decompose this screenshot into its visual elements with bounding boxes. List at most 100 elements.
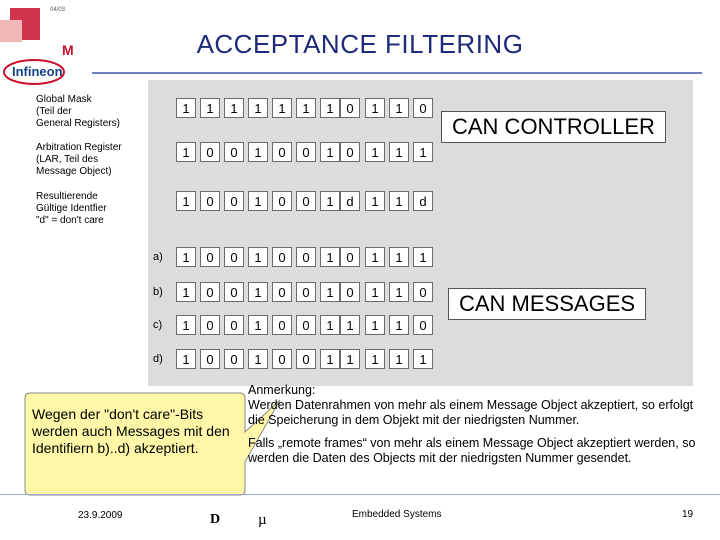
logo-m-mark: M xyxy=(62,42,74,58)
message-bit: 1 xyxy=(320,282,340,302)
page-title: ACCEPTANCE FILTERING xyxy=(196,29,524,59)
message-bit: 1 xyxy=(248,349,268,369)
controller-bit: 1 xyxy=(176,98,196,118)
controller-bit: 0 xyxy=(272,191,292,211)
controller-bit: 1 xyxy=(176,191,196,211)
controller-bit: 0 xyxy=(296,142,316,162)
message-bit: 1 xyxy=(320,315,340,335)
message-bit: 0 xyxy=(296,349,316,369)
message-bit: 1 xyxy=(176,247,196,267)
message-row-label: a) xyxy=(153,251,163,263)
controller-bit: 0 xyxy=(296,191,316,211)
controller-bit: 1 xyxy=(320,142,340,162)
message-bit: 0 xyxy=(272,315,292,335)
footer-date: 23.9.2009 xyxy=(78,510,123,521)
message-bit: 1 xyxy=(320,349,340,369)
controller-bit: d xyxy=(340,191,360,211)
controller-bit: 1 xyxy=(224,98,244,118)
header-small-date: 04/03 xyxy=(50,7,66,13)
message-bit: 1 xyxy=(340,349,360,369)
message-bit: 0 xyxy=(340,282,360,302)
result-label: Resultierende Gültige Identfier "d" = do… xyxy=(36,191,107,226)
page-number: 19 xyxy=(682,509,694,520)
controller-bit: 0 xyxy=(200,191,220,211)
controller-bit: 1 xyxy=(272,98,292,118)
can-messages-label: CAN MESSAGES xyxy=(448,288,647,320)
message-bit: 0 xyxy=(296,247,316,267)
message-bit: 1 xyxy=(176,282,196,302)
controller-bit: 1 xyxy=(389,142,409,162)
controller-bit: 1 xyxy=(248,98,268,118)
arbitration-label: Arbitration Register (LAR, Teil des Mess… xyxy=(36,142,122,177)
message-bit: 0 xyxy=(200,247,220,267)
note-paragraph-1: Werden Datenrahmen von mehr als einem Me… xyxy=(248,398,694,427)
message-bit: 1 xyxy=(413,247,433,267)
controller-bit: 0 xyxy=(224,191,244,211)
message-bit: 1 xyxy=(389,282,409,302)
message-bit: 1 xyxy=(248,247,268,267)
note-heading: Anmerkung: xyxy=(248,383,316,397)
controller-bit: 1 xyxy=(389,191,409,211)
logo-graphic xyxy=(0,8,65,85)
note-paragraph-2: Falls „remote frames“ von mehr als einem… xyxy=(248,436,696,465)
can-controller-label: CAN CONTROLLER xyxy=(441,111,666,143)
callout-bubble: Wegen der "don't care"-Bits werden auch … xyxy=(24,392,281,496)
controller-bit: 1 xyxy=(320,191,340,211)
message-bit: 0 xyxy=(413,282,433,302)
footer-line xyxy=(0,494,720,495)
message-bit: 1 xyxy=(248,315,268,335)
controller-bit: 1 xyxy=(365,142,385,162)
footer-center-text: Embedded Systems xyxy=(352,509,442,520)
controller-bit: 1 xyxy=(365,191,385,211)
message-bit: 1 xyxy=(176,315,196,335)
message-bit: 0 xyxy=(200,315,220,335)
note-block: Anmerkung: Werden Datenrahmen von mehr a… xyxy=(248,383,698,466)
message-bit: 0 xyxy=(413,315,433,335)
controller-bit: 0 xyxy=(224,142,244,162)
footer-d-mark: D xyxy=(210,512,221,527)
message-row-label: c) xyxy=(153,319,163,331)
logo-brand: Infineon xyxy=(12,64,63,79)
controller-bit: 1 xyxy=(413,142,433,162)
message-bit: 0 xyxy=(296,315,316,335)
message-bit: 0 xyxy=(224,247,244,267)
message-bit: 0 xyxy=(200,349,220,369)
controller-bit: d xyxy=(413,191,433,211)
message-bit: 1 xyxy=(320,247,340,267)
message-bit: 0 xyxy=(272,282,292,302)
message-bit: 1 xyxy=(389,315,409,335)
message-bit: 1 xyxy=(365,315,385,335)
controller-bit: 0 xyxy=(340,142,360,162)
controller-bit: 0 xyxy=(272,142,292,162)
message-bit: 0 xyxy=(296,282,316,302)
message-bit: 0 xyxy=(272,247,292,267)
controller-bit: 1 xyxy=(248,142,268,162)
message-bit: 1 xyxy=(365,349,385,369)
controller-bit: 1 xyxy=(389,98,409,118)
controller-bit: 0 xyxy=(340,98,360,118)
callout-text: Wegen der "don't care"-Bits werden auch … xyxy=(32,406,230,456)
logo: M Infineon xyxy=(0,0,74,90)
controller-bit: 1 xyxy=(248,191,268,211)
title-underline xyxy=(92,72,702,74)
controller-bit: 1 xyxy=(365,98,385,118)
message-bit: 0 xyxy=(224,349,244,369)
message-bit: 1 xyxy=(389,247,409,267)
message-bit: 0 xyxy=(200,282,220,302)
controller-bit: 0 xyxy=(413,98,433,118)
message-bit: 0 xyxy=(224,315,244,335)
message-bit: 1 xyxy=(248,282,268,302)
message-bit: 1 xyxy=(365,282,385,302)
controller-bit: 1 xyxy=(176,142,196,162)
controller-bit: 1 xyxy=(200,98,220,118)
message-bit: 1 xyxy=(413,349,433,369)
message-bit: 0 xyxy=(224,282,244,302)
message-bit: 0 xyxy=(340,247,360,267)
message-bit: 1 xyxy=(365,247,385,267)
message-bit: 1 xyxy=(389,349,409,369)
controller-bit: 0 xyxy=(200,142,220,162)
message-bit: 1 xyxy=(340,315,360,335)
footer-mu-mark: µ xyxy=(258,512,267,528)
message-bit: 1 xyxy=(176,349,196,369)
message-row-label: b) xyxy=(153,286,163,298)
